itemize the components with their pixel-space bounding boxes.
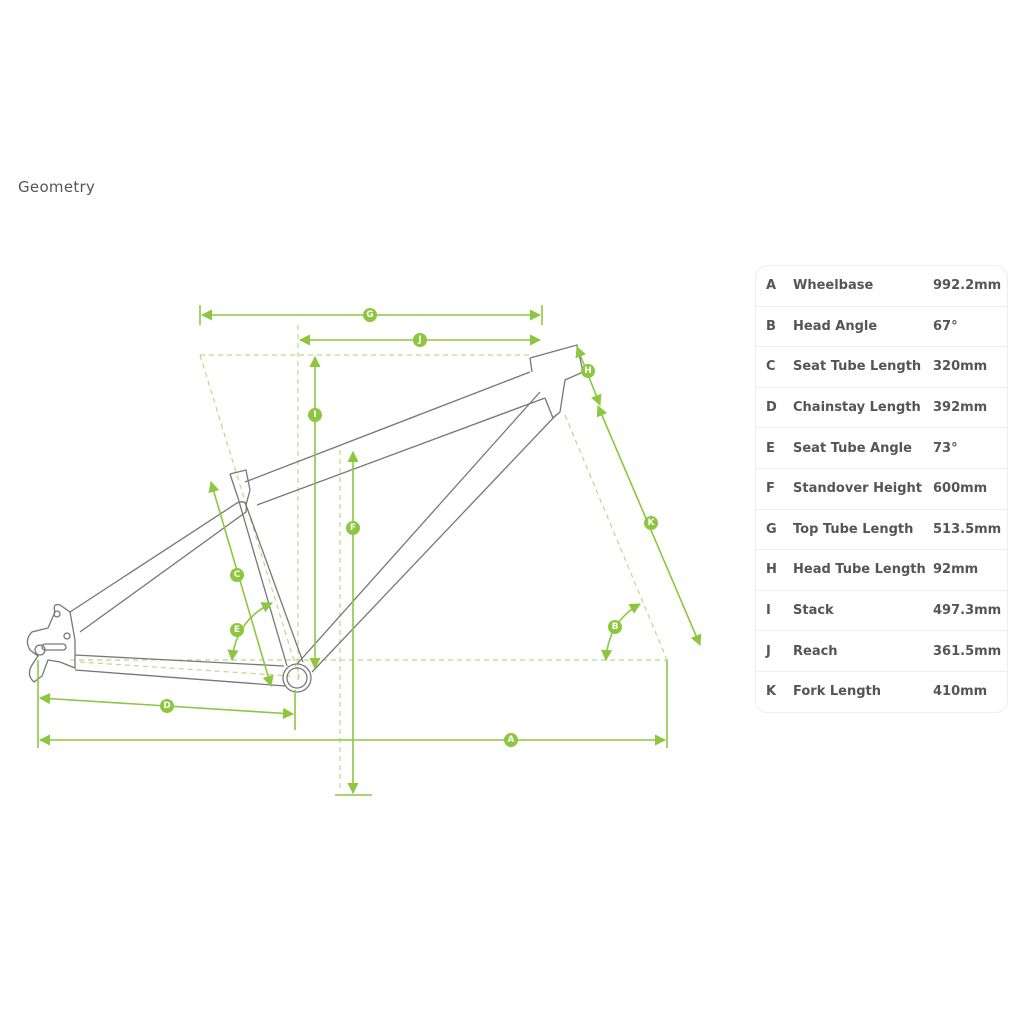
label-k: K [644,516,658,530]
spec-value: 67° [933,318,958,334]
svg-text:D: D [163,701,170,711]
spec-name: Reach [793,643,838,659]
label-i: I [308,408,322,422]
spec-row: E Seat Tube Angle 73° [756,428,1007,469]
spec-value: 92mm [933,562,979,578]
spec-value: 361.5mm [933,643,1002,659]
svg-text:K: K [648,518,656,528]
spec-value: 320mm [933,359,988,375]
spec-value: 513.5mm [933,521,1002,537]
spec-key: I [766,603,771,619]
spec-row: B Head Angle 67° [756,307,1007,348]
spec-name: Seat Tube Angle [793,440,912,456]
svg-text:I: I [313,410,316,420]
svg-text:E: E [234,625,240,635]
label-j: J [413,333,427,347]
spec-name: Head Tube Length [793,562,926,578]
spec-name: Fork Length [793,684,881,700]
spec-value: 992.2mm [933,278,1002,294]
label-f: F [346,521,360,535]
label-a: A [504,733,518,747]
reference-lines [70,325,668,790]
spec-row: K Fork Length 410mm [756,672,1007,712]
spec-row: G Top Tube Length 513.5mm [756,510,1007,551]
label-e: E [230,623,244,637]
spec-value: 410mm [933,684,988,700]
spec-value: 497.3mm [933,603,1002,619]
svg-text:H: H [584,366,592,376]
bike-frame [26,344,584,693]
svg-text:G: G [366,310,373,320]
spec-row: F Standover Height 600mm [756,469,1007,510]
spec-key: D [766,400,777,416]
spec-name: Chainstay Length [793,400,921,416]
svg-text:A: A [508,735,515,745]
spec-key: A [766,278,777,294]
spec-key: G [766,521,777,537]
spec-key: E [766,440,775,456]
svg-text:J: J [417,335,421,345]
label-b: B [608,620,622,634]
spec-key: B [766,318,776,334]
spec-row: J Reach 361.5mm [756,631,1007,672]
label-c: C [230,568,244,582]
spec-key: C [766,359,776,375]
spec-row: I Stack 497.3mm [756,591,1007,632]
svg-text:F: F [350,523,356,533]
page-title: Geometry [18,178,96,196]
spec-name: Top Tube Length [793,521,914,537]
label-d: D [160,699,174,713]
spec-value: 600mm [933,481,988,497]
dimension-lines [37,305,702,796]
spec-name: Head Angle [793,318,878,334]
label-g: G [363,308,377,322]
svg-text:C: C [234,570,241,580]
spec-row: A Wheelbase 992.2mm [756,266,1007,307]
spec-name: Wheelbase [793,278,874,294]
spec-value: 73° [933,440,958,456]
spec-key: F [766,481,775,497]
spec-key: H [766,562,777,578]
spec-value: 392mm [933,400,988,416]
svg-text:B: B [612,622,619,632]
spec-name: Stack [793,603,834,619]
label-h: H [581,364,595,378]
spec-name: Seat Tube Length [793,359,922,375]
spec-key: K [766,684,777,700]
spec-row: D Chainstay Length 392mm [756,388,1007,429]
spec-name: Standover Height [793,481,922,497]
spec-row: H Head Tube Length 92mm [756,550,1007,591]
spec-key: J [766,643,771,659]
spec-row: C Seat Tube Length 320mm [756,347,1007,388]
